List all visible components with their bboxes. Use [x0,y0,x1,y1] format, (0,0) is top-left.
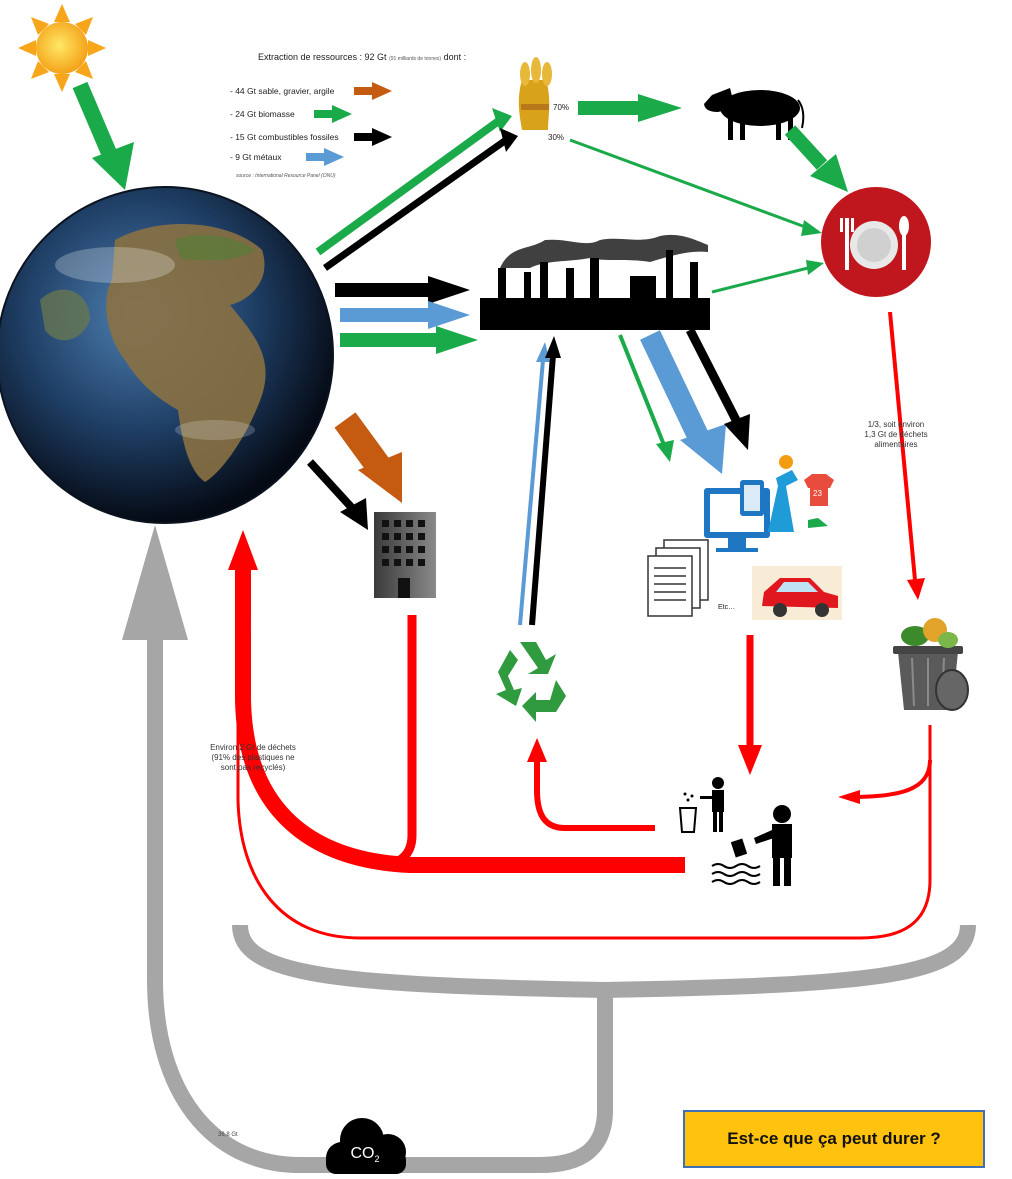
plate-icon [821,187,931,297]
food-waste-note-line: 1,3 Gt de déchets [864,430,928,439]
industry-to-products-flows [618,327,750,474]
waste-note-line: Environ 2 Gt de déchets [210,743,296,752]
extraction-source: source : International Resource Panel (O… [236,173,336,179]
wheat-split-top: 70% [553,103,570,112]
legend-item-metals: - 9 Gt métaux [230,152,282,162]
question-text: Est-ce que ça peut durer ? [727,1129,941,1148]
legend-item-sand: - 44 Gt sable, gravier, argile [230,86,335,96]
food-waste-note: 1/3, soit environ 1,3 Gt de déchets alim… [856,420,936,450]
extraction-title: Extraction de ressources : 92 Gt (91 mil… [258,52,466,62]
wheat-to-plate-flow [569,138,822,236]
wheat-icon [518,57,552,130]
co2-return-flow [122,525,976,1173]
svg-text:23: 23 [813,489,822,498]
products-etc: Etc… [718,604,736,611]
sun-energy-arrow [72,81,134,190]
building-icon [374,512,436,598]
person-littering-icon [678,777,792,886]
earth-to-industry-flows [335,276,478,354]
co2-amount: 36,8 Gt [218,1132,238,1138]
extraction-title-end: dont : [443,52,467,62]
co2-cloud-icon [326,1118,406,1174]
documents-icon [647,539,709,617]
trash-bin-icon [893,618,969,711]
factory-icon [480,234,710,330]
extraction-title-main: Extraction de ressources : 92 Gt [258,52,387,62]
wheat-split-bottom: 30% [548,133,565,142]
waste-flows [228,311,932,940]
legend-item-fossil: - 15 Gt combustibles fossiles [230,132,339,142]
earth-icon [0,186,334,524]
sun-icon [18,4,106,92]
wheat-to-cow-flow [578,94,682,122]
food-waste-note-line: alimentaires [874,440,918,449]
clothes-icon: 23 [768,455,834,532]
devices-icon [704,480,770,552]
earth-to-building-flows [307,412,402,530]
co2-label: CO2 [322,1134,408,1174]
extraction-title-note: (91 milliards de tonnes) [389,56,442,62]
earth-to-wheat-flows [315,108,518,271]
industry-to-plate-flow [711,260,824,294]
waste-note-line: sont pas recyclés) [220,763,286,772]
legend-item-biomass: - 24 Gt biomasse [230,109,295,119]
waste-note: Environ 2 Gt de déchets (91% des plastiq… [193,743,313,773]
cow-icon [704,88,805,140]
recycling-to-industry-flows [518,336,561,626]
waste-note-line: (91% des plastiques ne [211,753,295,762]
car-icon [752,566,842,620]
legend-arrows [306,82,392,166]
co2-label-sub: 2 [374,1154,380,1165]
question-box: Est-ce que ça peut durer ? [683,1110,985,1168]
recycle-icon [496,642,566,722]
cow-to-plate-flow [784,125,848,192]
food-waste-note-line: 1/3, soit environ [867,420,925,429]
co2-label-main: CO [350,1145,375,1162]
